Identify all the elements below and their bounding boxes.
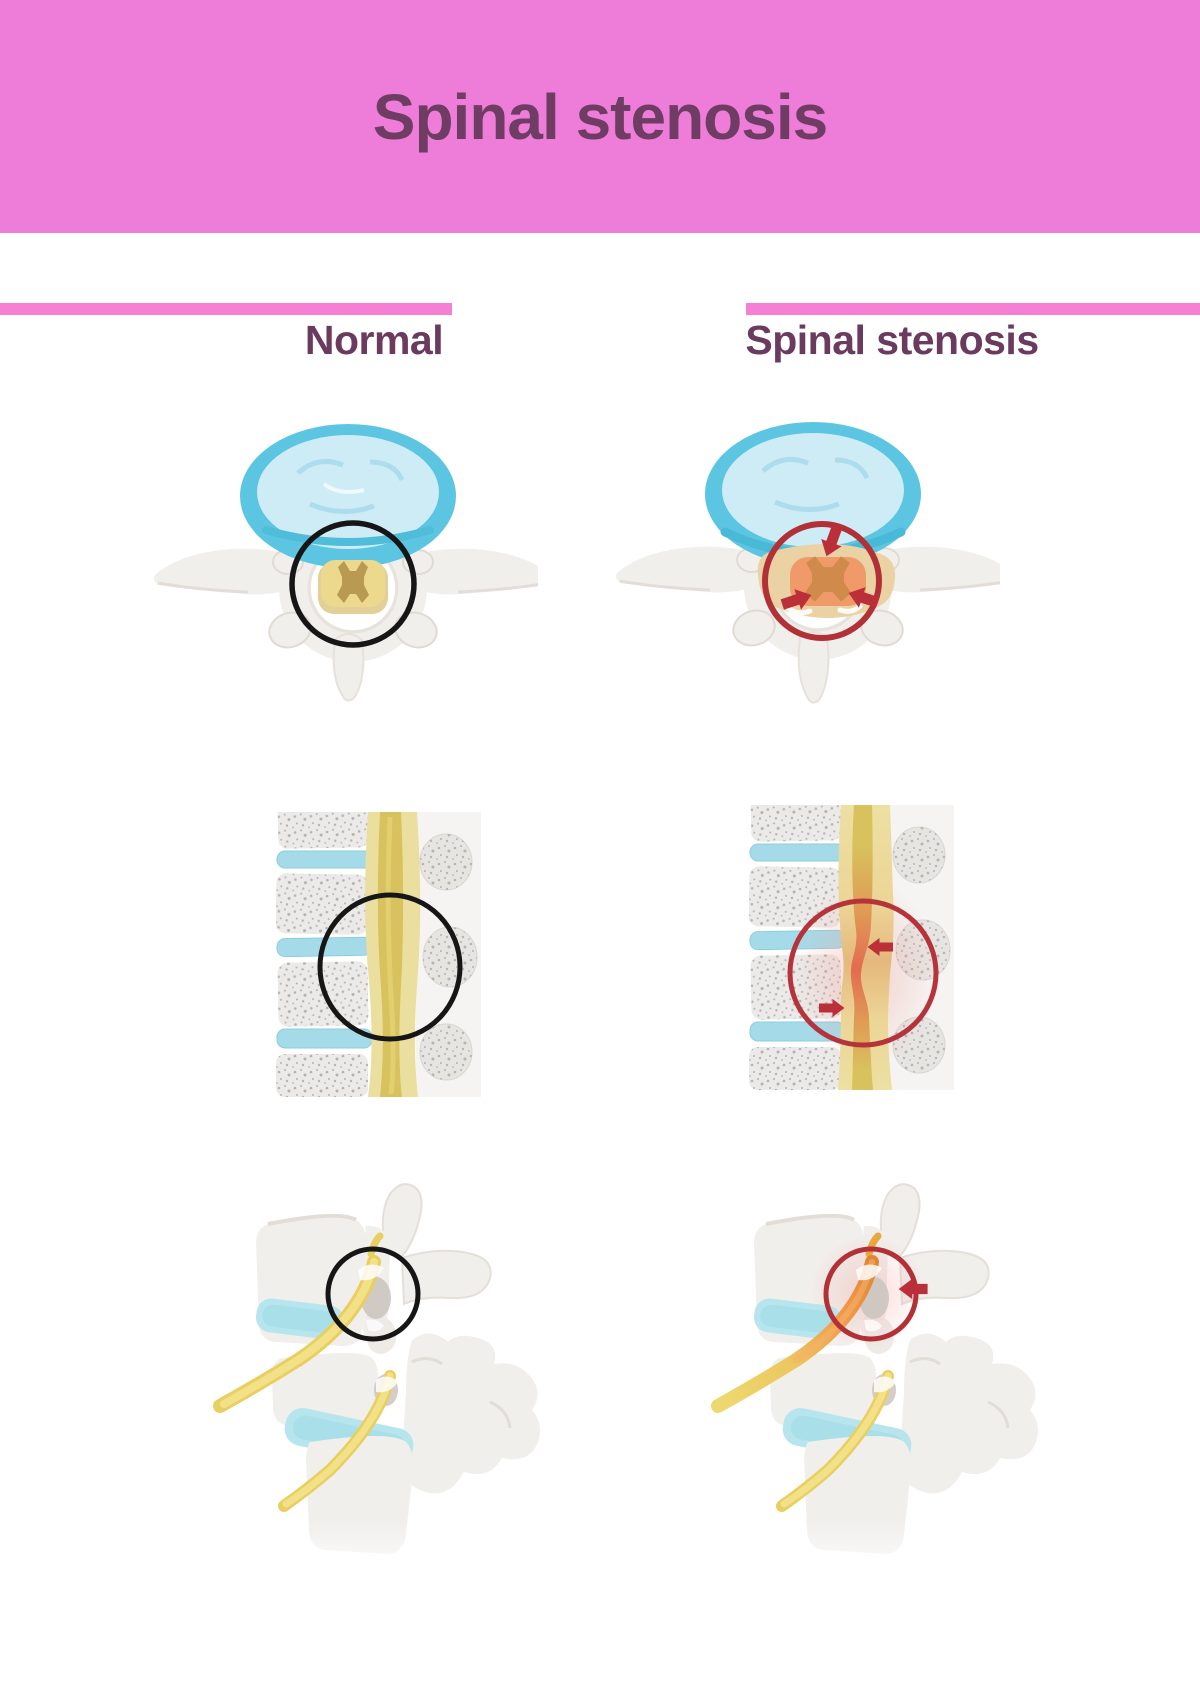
black-outline-circle-icon xyxy=(289,520,417,648)
illustration-lateral-stenosis xyxy=(688,1162,1048,1582)
narrowed-spinal-cord-channel xyxy=(838,805,894,1090)
spinal-canal-normal xyxy=(276,812,481,1097)
fade-out xyxy=(260,1522,480,1582)
red-outline-circle-icon xyxy=(787,898,939,1048)
posterior-elements xyxy=(419,833,478,1081)
spinal-cord xyxy=(318,560,388,614)
compressed-spinal-cord xyxy=(790,556,866,606)
right-column-divider xyxy=(746,303,1200,315)
illustration-axial-stenosis xyxy=(600,376,1000,716)
upper-nerve-root xyxy=(213,1232,384,1413)
lateral-vertebrae-normal xyxy=(213,1183,540,1582)
header-banner: Spinal stenosis xyxy=(0,0,1200,233)
fade-out xyxy=(758,1522,978,1582)
illustration-axial-normal xyxy=(138,378,538,718)
lateral-vertebrae-stenosis xyxy=(711,1183,1038,1582)
left-column-divider xyxy=(0,303,452,315)
lower-nerve-root xyxy=(278,1370,398,1512)
bulging-intervertebral-disc xyxy=(705,422,921,566)
black-outline-circle-icon xyxy=(317,892,463,1042)
illustration-lateral-normal xyxy=(190,1162,550,1582)
illustration-canal-normal xyxy=(276,812,481,1097)
upper-disc xyxy=(753,1298,843,1340)
axial-vertebra-stenosis xyxy=(615,422,1000,704)
left-column-label: Normal xyxy=(304,317,444,363)
page-title: Spinal stenosis xyxy=(372,80,828,153)
lower-nerve-root xyxy=(776,1370,896,1512)
spinal-canal-stenosis xyxy=(749,805,954,1090)
illustration-canal-stenosis xyxy=(749,805,954,1090)
upper-disc xyxy=(255,1298,345,1340)
black-outline-circle-icon xyxy=(325,1246,421,1342)
intervertebral-disc xyxy=(240,424,456,568)
right-column-label: Spinal stenosis xyxy=(745,317,1039,363)
intervertebral-discs xyxy=(276,850,373,1049)
axial-vertebra-normal xyxy=(153,424,538,702)
red-outline-circle-icon xyxy=(762,521,882,641)
compressed-upper-nerve-root xyxy=(711,1232,882,1413)
spinal-cord-channel xyxy=(365,812,421,1097)
